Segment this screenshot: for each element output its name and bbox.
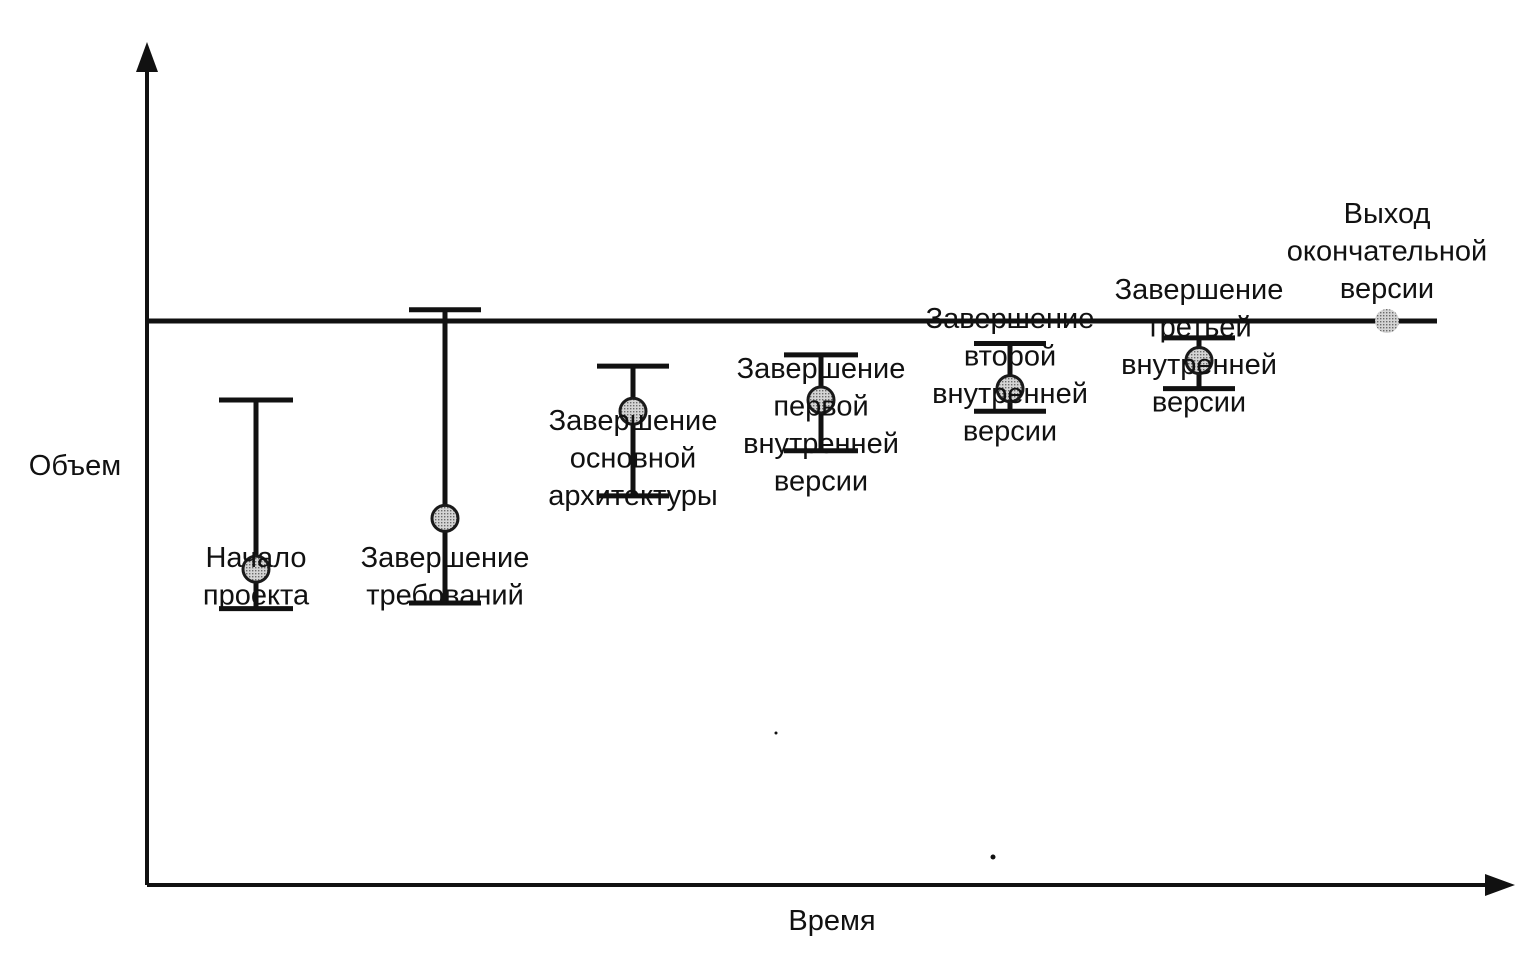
speck — [990, 854, 996, 860]
error-bar-group — [597, 363, 669, 499]
milestone-label: Завершение второй внутренней версии — [926, 303, 1095, 448]
milestone-label-line: Завершение — [361, 542, 530, 574]
y-axis-label: Объем — [29, 450, 121, 482]
milestone-label-line: Завершение — [1115, 274, 1284, 306]
milestone-label-line: требований — [366, 580, 524, 612]
speck — [774, 731, 778, 735]
milestone-label-line: Начало — [205, 542, 306, 574]
x-axis-label: Время — [788, 905, 875, 937]
milestone-label-line: Завершение — [926, 303, 1095, 335]
milestone-label-line: версии — [1152, 387, 1246, 419]
milestone-label: Начало проекта — [203, 542, 310, 612]
milestone-label-line: Завершение — [737, 353, 906, 385]
error-bar-group — [1375, 309, 1399, 333]
estimate-marker — [806, 385, 836, 415]
milestone-label-line: окончательной — [1287, 236, 1487, 268]
estimate-marker — [241, 554, 271, 584]
error-bar-group — [1163, 335, 1235, 392]
axes — [136, 42, 1515, 896]
milestone-label-line: версии — [774, 466, 868, 498]
y-axis-arrowhead — [136, 42, 158, 72]
milestone-label-line: Выход — [1344, 198, 1431, 230]
milestone-label-line: версии — [1340, 273, 1434, 305]
milestone-label-line: проекта — [203, 580, 310, 612]
milestone-label-line: Завершение — [549, 405, 718, 437]
milestone-label: Завершение третьей внутренней версии — [1115, 274, 1284, 419]
estimate-marker — [995, 374, 1025, 404]
estimate-marker — [1375, 309, 1399, 333]
estimate-marker — [618, 396, 648, 426]
error-bar-group — [784, 352, 858, 454]
milestone-label-line: первой — [773, 391, 868, 423]
milestone-label: Выход окончательной версии — [1287, 198, 1487, 305]
milestone-label: Завершение требований — [361, 542, 530, 612]
milestone-label-line: основной — [570, 443, 697, 475]
estimate-marker — [430, 503, 460, 533]
milestone-label-line: третьей — [1146, 312, 1251, 344]
x-axis-arrowhead — [1485, 874, 1515, 896]
error-bar-group — [974, 341, 1046, 414]
milestone-label: Завершение первой внутренней версии — [737, 353, 906, 498]
milestone-label: Завершение основной архитектуры — [548, 405, 717, 512]
error-bar-group — [219, 397, 293, 612]
estimate-marker — [1184, 345, 1214, 375]
milestone-label-line: внутренней — [1121, 349, 1277, 381]
error-bars — [219, 307, 1399, 612]
milestone-label-line: версии — [963, 416, 1057, 448]
milestone-label-line: второй — [964, 341, 1056, 373]
milestone-label-line: архитектуры — [548, 480, 717, 512]
milestone-label-line: внутренней — [932, 378, 1088, 410]
error-bar-group — [409, 307, 481, 606]
milestone-label-line: внутренней — [743, 428, 899, 460]
